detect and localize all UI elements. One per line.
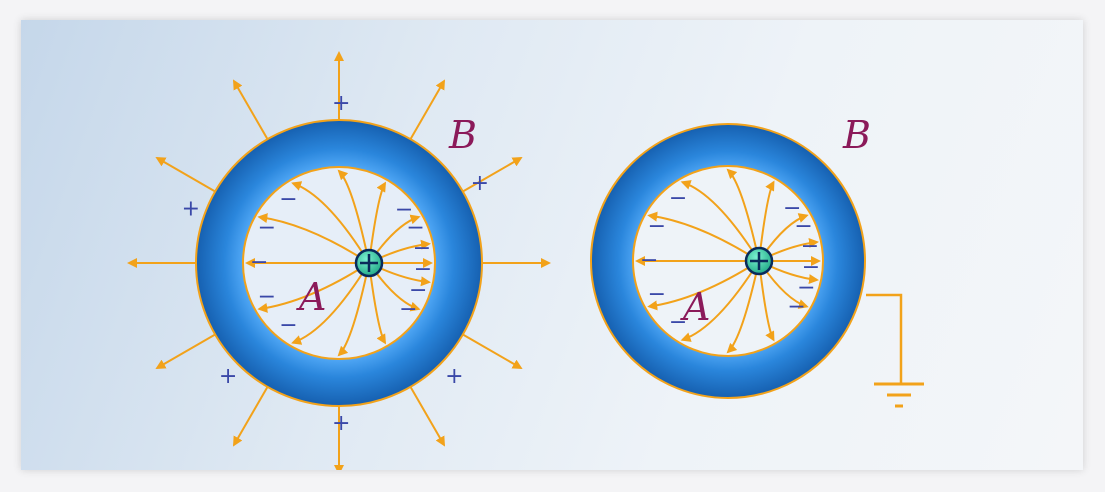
- right-center-charge: [744, 246, 774, 276]
- right-inner-field-line: [680, 180, 760, 262]
- left-negative-sign: −: [258, 285, 276, 310]
- left-inner-field-line: [291, 181, 370, 264]
- right-system: −−−−−−−−−−− A B: [590, 113, 924, 408]
- left-outer-field-line: [462, 156, 523, 193]
- left-negative-sign: −: [258, 215, 276, 240]
- left-induced-negative-charges: −−−−−−−−−−−: [250, 187, 432, 338]
- right-negative-sign: −: [783, 196, 801, 221]
- left-positive-sign: +: [332, 411, 350, 436]
- left-outer-field-line: [232, 386, 269, 447]
- right-negative-sign: −: [797, 276, 815, 301]
- left-positive-sign: +: [445, 364, 463, 389]
- left-negative-sign: −: [399, 297, 417, 322]
- right-label-a: A: [680, 285, 710, 329]
- left-outer-field-line: [155, 333, 216, 369]
- diagram-slide: −−−−−−−−−−− ++++++ A B −−: [21, 20, 1083, 470]
- right-negative-sign: −: [802, 255, 820, 280]
- right-inner-field-line: [680, 260, 760, 342]
- right-inner-field-line: [647, 211, 760, 262]
- left-negative-sign: −: [395, 197, 413, 222]
- right-inner-field-line: [647, 260, 760, 311]
- right-negative-sign: −: [669, 186, 687, 211]
- left-negative-sign: −: [279, 313, 297, 338]
- left-positive-sign: +: [332, 91, 350, 116]
- left-inner-field-line: [257, 213, 370, 264]
- left-outer-field-line: [409, 79, 445, 140]
- left-inner-field-line: [291, 262, 370, 345]
- left-inner-field-line: [337, 262, 370, 357]
- right-label-b: B: [842, 113, 871, 157]
- right-induced-negative-charges: −−−−−−−−−−−: [640, 186, 820, 335]
- left-positive-sign: +: [471, 171, 489, 196]
- right-negative-sign: −: [648, 214, 666, 239]
- right-negative-sign: −: [801, 234, 819, 259]
- left-positive-sign: +: [219, 364, 237, 389]
- left-outer-field-line: [155, 157, 216, 193]
- left-outer-field-line: [233, 79, 269, 140]
- left-inner-field-line: [257, 262, 370, 313]
- right-negative-sign: −: [669, 310, 687, 335]
- left-negative-sign: −: [279, 187, 297, 212]
- left-inner-field-line: [337, 169, 370, 264]
- left-negative-sign: −: [413, 236, 431, 261]
- diagram-canvas: −−−−−−−−−−− ++++++ A B −−: [127, 51, 924, 470]
- ground-icon: [874, 382, 924, 408]
- left-outer-field-lines: [127, 51, 551, 470]
- left-induced-positive-charges: + + + + + +: [182, 91, 489, 436]
- left-negative-sign: −: [250, 250, 268, 275]
- right-negative-sign: −: [794, 214, 812, 239]
- right-inner-field-line: [726, 168, 760, 262]
- right-negative-sign: −: [787, 294, 805, 319]
- left-center-charge: [354, 248, 384, 278]
- left-label-b: B: [448, 113, 477, 157]
- right-inner-field-lines: [635, 168, 821, 354]
- ground-wire: [866, 293, 903, 383]
- left-outer-field-line: [409, 386, 446, 447]
- right-inner-field-line: [726, 260, 760, 354]
- left-outer-field-line: [462, 333, 523, 370]
- left-label-a: A: [296, 275, 326, 319]
- left-system: −−−−−−−−−−− ++++++ A B: [127, 51, 551, 470]
- left-positive-sign: +: [182, 196, 200, 221]
- left-negative-sign: −: [409, 278, 427, 303]
- left-negative-sign: −: [406, 215, 424, 240]
- right-negative-sign: −: [648, 282, 666, 307]
- left-inner-field-lines: [245, 169, 433, 357]
- left-negative-sign: −: [414, 257, 432, 282]
- right-negative-sign: −: [640, 248, 658, 273]
